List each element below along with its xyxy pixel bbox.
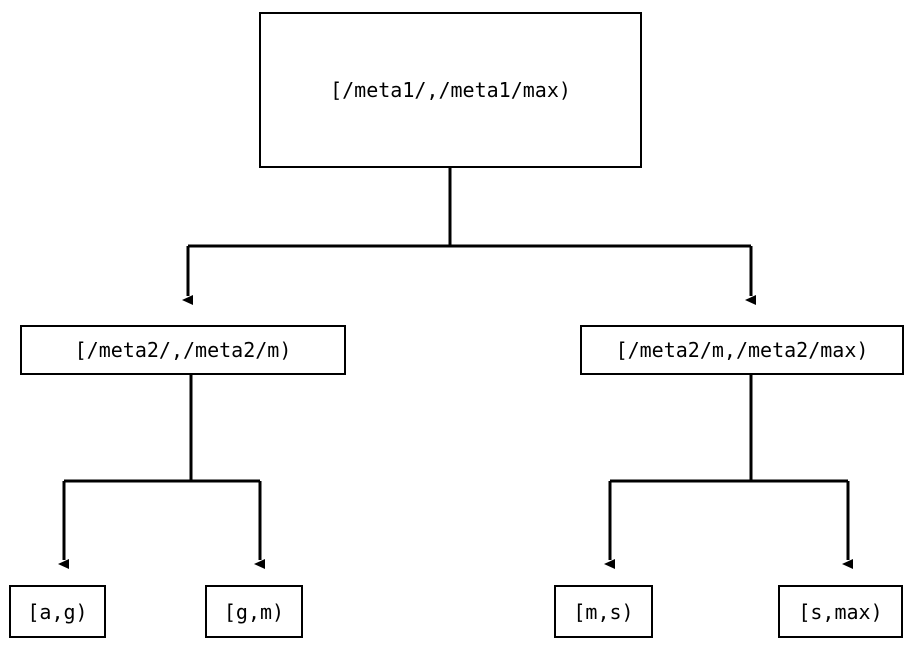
tree-node-leaf-smax-label: [s,max) [798, 599, 883, 624]
edge-root-to-middle-nodes [182, 168, 756, 305]
tree-node-leaf-ms[interactable]: [m,s) [554, 585, 653, 638]
tree-node-leaf-ag-label: [a,g) [27, 599, 88, 624]
tree-node-leaf-gm-label: [g,m) [223, 599, 285, 624]
tree-node-root-label: [/meta1/,/meta1/max) [330, 78, 571, 102]
tree-node-leaf-ms-label: [m,s) [573, 599, 634, 624]
tree-node-mid-right-label: [/meta2/m,/meta2/max) [615, 338, 869, 362]
tree-node-leaf-smax[interactable]: [s,max) [778, 585, 903, 638]
tree-node-leaf-gm[interactable]: [g,m) [205, 585, 303, 638]
tree-node-mid-right[interactable]: [/meta2/m,/meta2/max) [580, 325, 904, 375]
tree-node-root[interactable]: [/meta1/,/meta1/max) [259, 12, 642, 168]
tree-node-mid-left-label: [/meta2/,/meta2/m) [74, 338, 292, 362]
tree-node-leaf-ag[interactable]: [a,g) [9, 585, 106, 638]
edge-midleft-to-leaves [58, 375, 265, 569]
edge-midright-to-leaves [604, 375, 853, 569]
tree-node-mid-left[interactable]: [/meta2/,/meta2/m) [20, 325, 346, 375]
